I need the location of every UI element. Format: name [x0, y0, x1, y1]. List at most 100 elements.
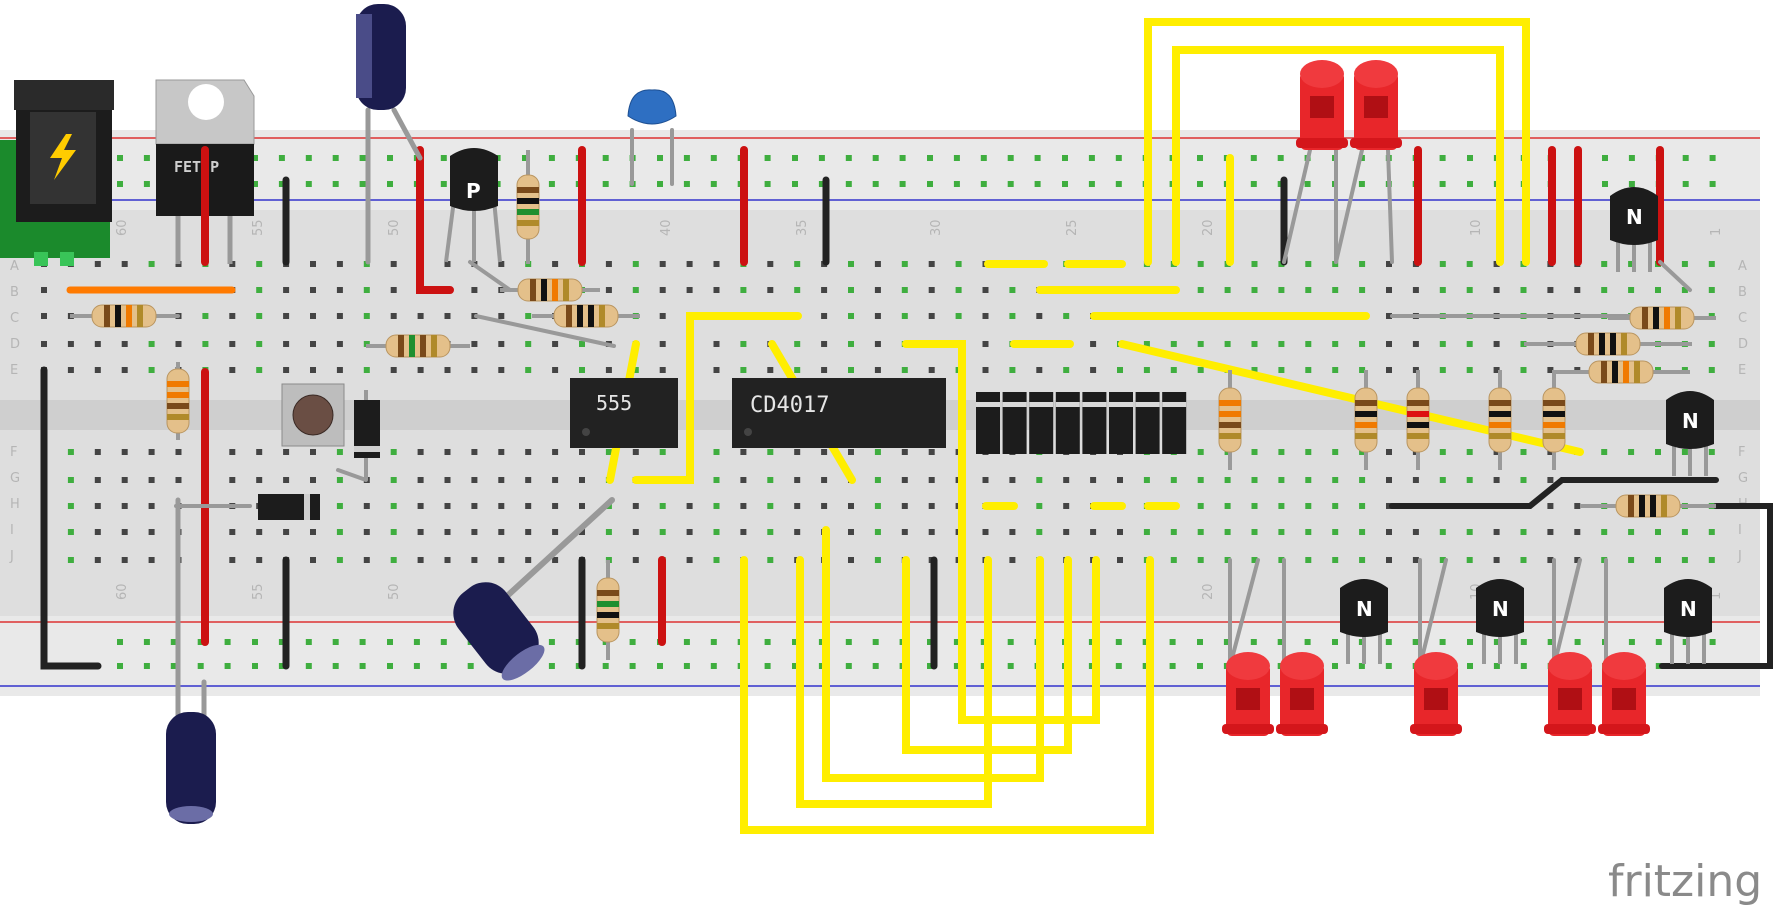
hole [1278, 449, 1285, 455]
resistor [1580, 494, 1716, 518]
hole [1574, 503, 1581, 509]
hole [1332, 367, 1339, 373]
hole [1063, 529, 1070, 535]
led-rim [1296, 138, 1348, 148]
hole [1170, 477, 1177, 483]
resistor [596, 560, 620, 660]
rail-hole [332, 155, 339, 161]
led-die [1558, 688, 1582, 710]
hole [1009, 367, 1016, 373]
rail-hole [305, 181, 312, 187]
rail-hole [602, 155, 609, 161]
button-cap [292, 394, 334, 436]
hole [1681, 449, 1688, 455]
hole [67, 529, 74, 535]
transistor-label: P [466, 179, 481, 203]
rail-hole [1628, 155, 1635, 161]
hole [1332, 287, 1339, 293]
resistor-band [1628, 495, 1634, 517]
wire-red [416, 146, 454, 294]
led-dome [1548, 652, 1592, 680]
yellow-wires [606, 18, 1584, 834]
hole [1305, 449, 1312, 455]
hole [713, 529, 720, 535]
hole [417, 477, 424, 483]
hole [767, 503, 774, 509]
hole [1197, 449, 1204, 455]
column-number: 25 [1065, 219, 1080, 236]
hole [310, 341, 316, 347]
hole [283, 529, 290, 535]
hole [471, 503, 478, 509]
hole [229, 313, 236, 319]
resistor-body-group [553, 304, 619, 328]
diode-body [1002, 392, 1027, 454]
rail-hole [467, 663, 474, 669]
rail-hole [1439, 181, 1446, 187]
hole [498, 261, 505, 267]
hole [955, 313, 962, 319]
rail-hole [710, 181, 717, 187]
hole [794, 503, 801, 509]
hole [417, 557, 424, 563]
hole [1601, 449, 1608, 455]
resistor-band [1543, 433, 1565, 439]
hole [1251, 449, 1258, 455]
rail-hole [1332, 639, 1338, 645]
rail-hole [818, 639, 825, 645]
rail-hole [792, 639, 798, 645]
hole [310, 557, 316, 563]
hole [713, 341, 720, 347]
hole [1359, 367, 1366, 373]
rail-hole [143, 181, 150, 187]
hole [1359, 529, 1366, 535]
resistor-body-group [1575, 332, 1641, 356]
hole [552, 449, 559, 455]
rail-hole [278, 663, 285, 669]
hole [229, 477, 236, 483]
hole [1251, 557, 1258, 563]
hole [686, 503, 693, 509]
row-letter: J [9, 549, 14, 564]
resistor-band [1623, 361, 1629, 383]
hole [1278, 287, 1285, 293]
hole [256, 557, 263, 563]
resistor-band [597, 601, 619, 607]
hole [1359, 557, 1366, 563]
hole [444, 367, 451, 373]
rail-hole [278, 181, 285, 187]
row-letter: D [1738, 337, 1748, 352]
hole [874, 341, 881, 347]
rail-hole [792, 155, 798, 161]
led-dome [1354, 60, 1398, 88]
hole [1251, 477, 1258, 483]
rail-hole [143, 663, 150, 669]
hole [1278, 367, 1285, 373]
transistor-npn: N [1666, 391, 1714, 476]
rail-hole [710, 663, 717, 669]
hole [471, 367, 478, 373]
rail-hole [278, 155, 285, 161]
hole [1412, 367, 1419, 373]
rail-hole [710, 639, 717, 645]
hole [1493, 557, 1500, 563]
hole [1305, 261, 1312, 267]
hole [767, 367, 774, 373]
led-rim [1544, 724, 1596, 734]
hole [471, 449, 478, 455]
hole [928, 503, 935, 509]
hole [1708, 557, 1715, 563]
hole [1063, 503, 1070, 509]
resistor-body-group [1354, 387, 1378, 453]
diode-body [1029, 392, 1054, 454]
hole [1547, 367, 1554, 373]
hole [848, 367, 854, 373]
hole [310, 529, 316, 535]
resistor-band [1612, 361, 1618, 383]
rail-hole [953, 155, 960, 161]
hole [1386, 367, 1392, 373]
hole [175, 341, 182, 347]
resistor [1608, 306, 1716, 330]
hole [1305, 529, 1312, 535]
rail-hole [224, 639, 231, 645]
